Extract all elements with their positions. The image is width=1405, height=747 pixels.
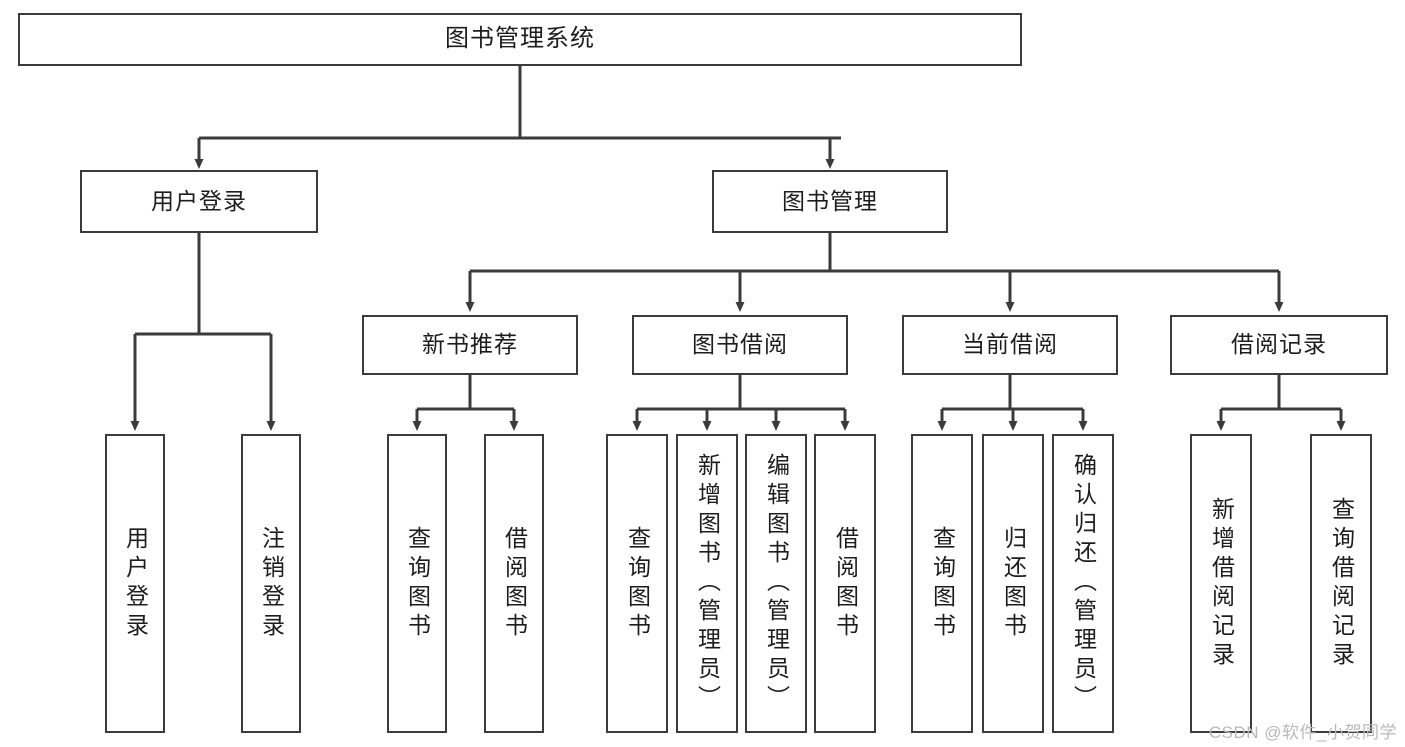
node-borrow-record[interactable]: 借阅记录: [1170, 315, 1388, 375]
leaf-add-book-admin[interactable]: 新增图书（管理员）: [676, 434, 738, 733]
node-user-login[interactable]: 用户登录: [80, 170, 318, 233]
node-label: 当前借阅: [962, 331, 1058, 358]
leaf-confirm-return-admin[interactable]: 确认归还（管理员）: [1052, 434, 1114, 733]
node-label: 注销登录: [258, 525, 285, 642]
leaf-query-book-recommend[interactable]: 查询图书: [387, 434, 447, 733]
leaf-query-book-borrow[interactable]: 查询图书: [606, 434, 668, 733]
node-label: 查询借阅记录: [1328, 496, 1355, 671]
node-label: 编辑图书（管理员）: [763, 453, 790, 714]
node-label: 图书借阅: [692, 331, 788, 358]
node-root[interactable]: 图书管理系统: [18, 13, 1022, 66]
node-label: 图书管理系统: [445, 25, 595, 53]
node-label: 用户登录: [151, 187, 247, 214]
node-label: 借阅图书: [501, 525, 528, 642]
leaf-borrow-book[interactable]: 借阅图书: [814, 434, 876, 733]
node-new-book-recommend[interactable]: 新书推荐: [362, 315, 578, 375]
node-current-borrow[interactable]: 当前借阅: [902, 315, 1118, 375]
node-label: 图书管理: [782, 187, 878, 214]
node-label: 新增借阅记录: [1208, 496, 1235, 671]
node-label: 归还图书: [1000, 525, 1027, 642]
leaf-borrow-book-recommend[interactable]: 借阅图书: [484, 434, 544, 733]
leaf-logout[interactable]: 注销登录: [241, 434, 301, 733]
node-label: 新增图书（管理员）: [694, 453, 721, 714]
node-label: 查询图书: [929, 525, 956, 642]
node-label: 借阅记录: [1231, 331, 1327, 358]
node-book-management[interactable]: 图书管理: [712, 170, 948, 233]
node-label: 查询图书: [624, 525, 651, 642]
node-label: 确认归还（管理员）: [1070, 453, 1097, 714]
leaf-add-borrow-record[interactable]: 新增借阅记录: [1190, 434, 1252, 733]
node-label: 用户登录: [122, 525, 149, 642]
leaf-query-borrow-record[interactable]: 查询借阅记录: [1310, 434, 1372, 733]
node-label: 查询图书: [404, 525, 431, 642]
node-label: 借阅图书: [832, 525, 859, 642]
leaf-edit-book-admin[interactable]: 编辑图书（管理员）: [745, 434, 807, 733]
leaf-query-book-current[interactable]: 查询图书: [911, 434, 973, 733]
leaf-user-login[interactable]: 用户登录: [105, 434, 165, 733]
node-label: 新书推荐: [422, 331, 518, 358]
node-book-borrow[interactable]: 图书借阅: [632, 315, 848, 375]
watermark-text: CSDN @软件_小贺同学: [1208, 723, 1397, 742]
leaf-return-book[interactable]: 归还图书: [982, 434, 1044, 733]
